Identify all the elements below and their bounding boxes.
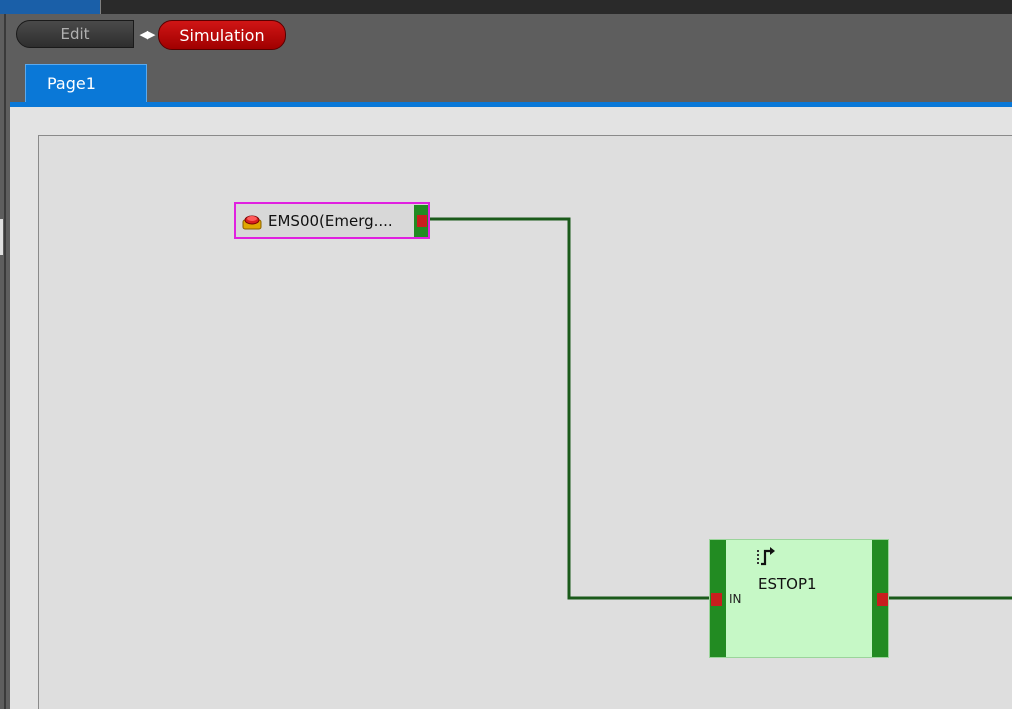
- estop-output-pin[interactable]: [877, 593, 888, 606]
- mode-toggle: Edit ◀▶ Simulation: [16, 20, 286, 50]
- tab-page1[interactable]: Page1: [25, 64, 147, 102]
- tab-bar-underline: [10, 102, 1012, 107]
- simulation-mode-button[interactable]: Simulation: [158, 20, 286, 50]
- emergency-stop-input-block[interactable]: EMS00(Emerg....: [234, 202, 430, 239]
- page-tab-bar: Page1: [10, 58, 1012, 106]
- estop-block-name: ESTOP1: [758, 575, 817, 593]
- left-pane-edge: [0, 14, 10, 709]
- function-block-output-icon: [757, 547, 775, 566]
- title-strip-divider: [100, 0, 101, 14]
- estop-input-port-label: IN: [729, 592, 742, 606]
- estop-input-pin[interactable]: [711, 593, 722, 606]
- input-block-label: EMS00(Emerg....: [268, 212, 393, 230]
- pane-splitter[interactable]: [4, 14, 6, 709]
- input-block-output-pin[interactable]: [417, 215, 427, 227]
- title-strip: [0, 0, 1012, 14]
- active-window-indicator: [0, 0, 100, 14]
- mode-switch-arrows-icon[interactable]: ◀▶: [139, 27, 156, 41]
- estop-function-block[interactable]: IN ESTOP1: [709, 539, 889, 658]
- emergency-stop-button-icon: [242, 215, 262, 230]
- edit-mode-button[interactable]: Edit: [16, 20, 134, 48]
- splitter-handle[interactable]: [0, 219, 3, 255]
